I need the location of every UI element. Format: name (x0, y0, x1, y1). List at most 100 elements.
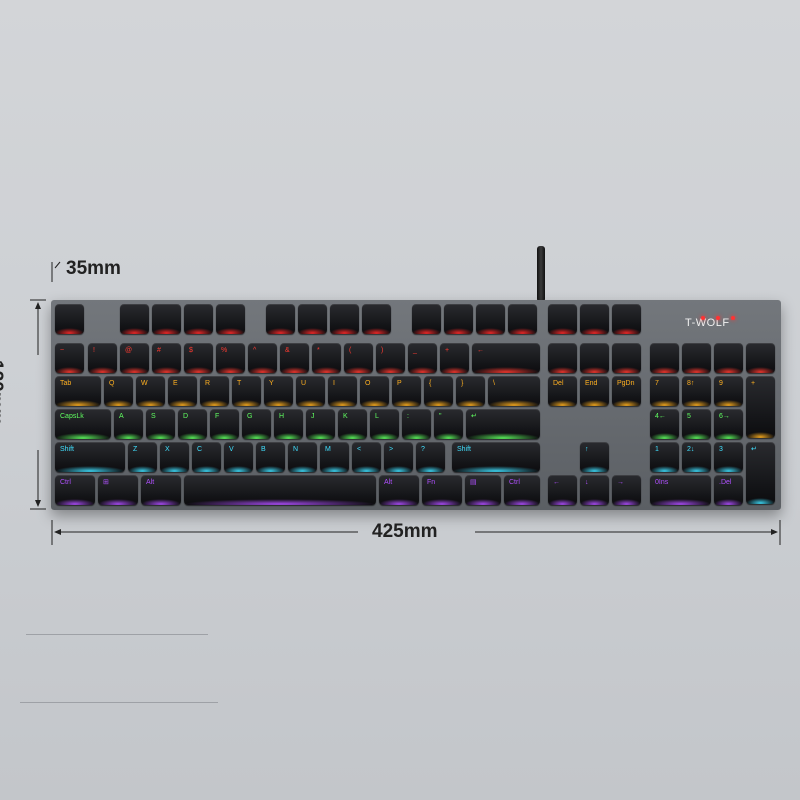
key-R[interactable]: R (200, 376, 229, 406)
shift-right-key[interactable]: Shift (452, 442, 540, 472)
key-E[interactable]: E (168, 376, 197, 406)
key-5[interactable]: B (256, 442, 285, 472)
numpad-key[interactable] (746, 343, 775, 373)
function-key[interactable] (152, 304, 181, 334)
numpad-key[interactable]: 1 (650, 442, 679, 472)
key-T[interactable]: T (232, 376, 261, 406)
key-I[interactable]: I (328, 376, 357, 406)
numpad-key[interactable]: 2↓ (682, 442, 711, 472)
key-11[interactable]: _ (408, 343, 437, 373)
key-8[interactable]: * (312, 343, 341, 373)
key-2[interactable]: X (160, 442, 189, 472)
key-12[interactable]: + (440, 343, 469, 373)
numpad-dot-key[interactable]: .Del (714, 475, 743, 505)
function-key[interactable] (548, 304, 577, 334)
function-key[interactable] (444, 304, 473, 334)
nav-key-1[interactable]: End (580, 376, 609, 406)
nav-key[interactable] (612, 343, 641, 373)
alt-right-key[interactable]: Alt (379, 475, 419, 505)
key-8[interactable]: < (352, 442, 381, 472)
backslash-key[interactable]: \ (488, 376, 540, 406)
alt-left-key[interactable]: Alt (141, 475, 181, 505)
key-1[interactable]: A (114, 409, 143, 439)
key-}[interactable]: } (456, 376, 485, 406)
key-9[interactable]: > (384, 442, 413, 472)
numpad-zero-key[interactable]: 0Ins (650, 475, 711, 505)
key-3[interactable]: D (178, 409, 207, 439)
ctrl-right-key[interactable]: Ctrl (504, 475, 540, 505)
nav-key-2[interactable]: PgDn (612, 376, 641, 406)
numpad-enter-key[interactable]: ↵ (746, 442, 775, 504)
key-1[interactable]: ! (88, 343, 117, 373)
enter-key[interactable]: ↵ (466, 409, 540, 439)
key-0[interactable]: ~ (55, 343, 84, 373)
shift-left-key[interactable]: Shift (55, 442, 125, 472)
function-key[interactable] (184, 304, 213, 334)
key-O[interactable]: O (360, 376, 389, 406)
key-7[interactable]: J (306, 409, 335, 439)
key-3[interactable]: C (192, 442, 221, 472)
key-1[interactable]: Z (128, 442, 157, 472)
key-9[interactable]: ( (344, 343, 373, 373)
function-key[interactable] (216, 304, 245, 334)
key-4[interactable]: F (210, 409, 239, 439)
function-key[interactable] (508, 304, 537, 334)
key-2[interactable]: S (146, 409, 175, 439)
space-key[interactable] (184, 475, 376, 505)
numpad-key[interactable] (714, 343, 743, 373)
win-key[interactable]: ⊞ (98, 475, 138, 505)
key-10[interactable]: ? (416, 442, 445, 472)
key-4[interactable]: $ (184, 343, 213, 373)
nav-key-0[interactable]: Del (548, 376, 577, 406)
backspace-key[interactable]: ← (472, 343, 540, 373)
arrow-left-key[interactable]: ← (548, 475, 577, 505)
nav-key[interactable] (548, 343, 577, 373)
numpad-key[interactable]: 3 (714, 442, 743, 472)
function-key[interactable] (298, 304, 327, 334)
function-key[interactable] (612, 304, 641, 334)
arrow-down-key[interactable]: ↓ (580, 475, 609, 505)
numpad-key[interactable] (650, 343, 679, 373)
key-U[interactable]: U (296, 376, 325, 406)
key-3[interactable]: # (152, 343, 181, 373)
arrow-right-key[interactable]: → (612, 475, 641, 505)
ctrl-left-key[interactable]: Ctrl (55, 475, 95, 505)
key-7[interactable]: M (320, 442, 349, 472)
function-key[interactable] (362, 304, 391, 334)
function-key[interactable] (266, 304, 295, 334)
function-key[interactable] (120, 304, 149, 334)
key-2[interactable]: @ (120, 343, 149, 373)
function-key[interactable] (580, 304, 609, 334)
key-10[interactable]: ) (376, 343, 405, 373)
capslock-key[interactable]: CapsLk (55, 409, 111, 439)
tab-key[interactable]: Tab (55, 376, 101, 406)
key-7[interactable]: & (280, 343, 309, 373)
function-key[interactable] (330, 304, 359, 334)
key-P[interactable]: P (392, 376, 421, 406)
numpad-key[interactable]: 6→ (714, 409, 743, 439)
key-6[interactable]: H (274, 409, 303, 439)
key-8[interactable]: K (338, 409, 367, 439)
key-4[interactable]: V (224, 442, 253, 472)
function-key[interactable] (476, 304, 505, 334)
key-Q[interactable]: Q (104, 376, 133, 406)
numpad-key[interactable]: 4← (650, 409, 679, 439)
key-6[interactable]: ^ (248, 343, 277, 373)
numpad-key[interactable]: 5 (682, 409, 711, 439)
numpad-plus-key[interactable]: + (746, 376, 775, 438)
key-10[interactable]: : (402, 409, 431, 439)
numpad-key[interactable]: 7 (650, 376, 679, 406)
function-key[interactable] (55, 304, 84, 334)
nav-key[interactable] (580, 343, 609, 373)
numpad-key[interactable]: 8↑ (682, 376, 711, 406)
key-9[interactable]: L (370, 409, 399, 439)
key-W[interactable]: W (136, 376, 165, 406)
key-5[interactable]: % (216, 343, 245, 373)
key-5[interactable]: G (242, 409, 271, 439)
key-Y[interactable]: Y (264, 376, 293, 406)
function-key[interactable] (412, 304, 441, 334)
key-{[interactable]: { (424, 376, 453, 406)
key-11[interactable]: " (434, 409, 463, 439)
key-6[interactable]: N (288, 442, 317, 472)
fn-key[interactable]: Fn (422, 475, 462, 505)
